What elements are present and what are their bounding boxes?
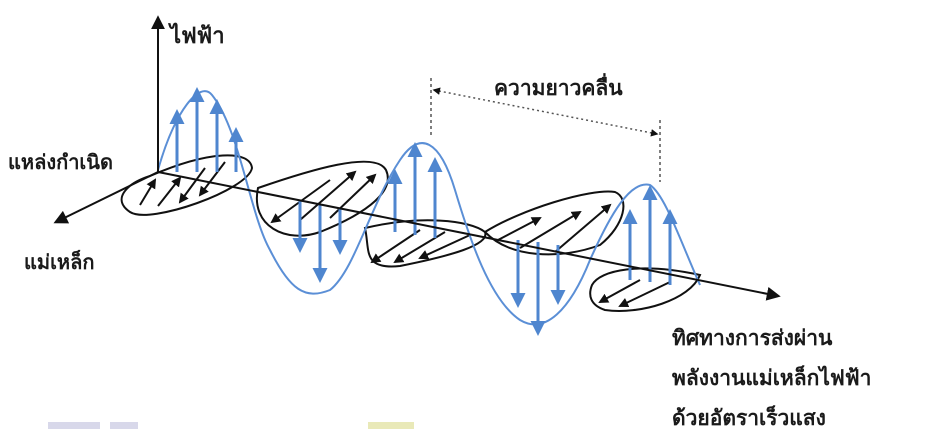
magnetic-loop [120, 154, 254, 216]
axes [53, 15, 781, 301]
direction-line: ทิศทางการส่งผ่าน [672, 326, 833, 350]
direction-line: พลังงานแม่เหล็กไฟฟ้า [672, 366, 872, 390]
magnetic-arrows [139, 161, 671, 308]
magnetic-loop [589, 267, 702, 312]
magnetic-axis [53, 171, 159, 224]
wavelength-marker [430, 78, 661, 182]
bottom-decoration [110, 422, 138, 429]
electric-arrows [169, 87, 678, 336]
magnetic-wave [120, 154, 702, 312]
wavelength-label: ความยาวคลื่น [494, 76, 623, 100]
electric-wave [157, 90, 701, 326]
direction-line: ด้วยอัตราเร็วแสง [672, 406, 826, 430]
source-label: แหล่งกำเนิด [8, 150, 113, 174]
electric-field-label: ไฟฟ้า [170, 24, 225, 49]
magnetic-loop [483, 190, 625, 256]
propagation-direction-label: ทิศทางการส่งผ่าน พลังงานแม่เหล็กไฟฟ้า ด้… [672, 318, 871, 438]
propagation-axis [157, 171, 781, 301]
magnetic-field-label: แม่เหล็ก [24, 250, 95, 274]
bottom-decoration [368, 422, 414, 429]
bottom-decoration [48, 422, 100, 429]
em-wave-diagram [53, 15, 781, 336]
